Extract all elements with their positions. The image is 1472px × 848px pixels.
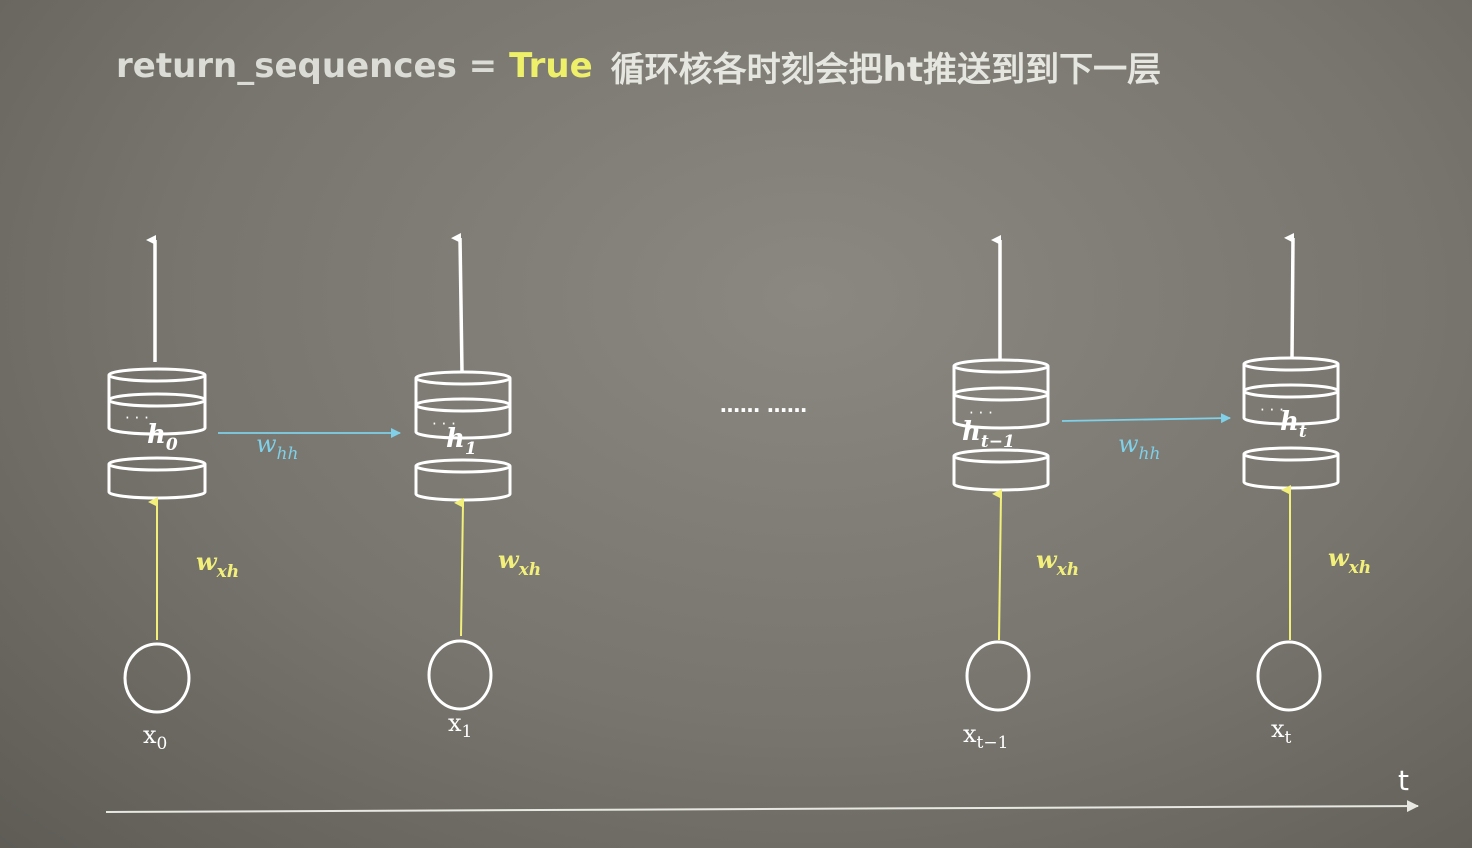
time-axis: t xyxy=(105,764,1419,813)
input-weight-label-3: wxh xyxy=(1328,543,1371,578)
cell-3: · · · ht wxh xt xyxy=(1242,233,1371,748)
recurrent-connection-1: whh xyxy=(1061,413,1231,464)
page-title: return_sequences = True 循环核各时刻会把ht推送到到下一… xyxy=(116,40,1161,92)
sequence-ellipsis: …… …… xyxy=(720,393,807,417)
input-weight-label-0: wxh xyxy=(196,547,239,582)
cell-2: · · · ht−1 wxh xt−1 xyxy=(952,235,1079,753)
hidden-label-3: ht xyxy=(1280,407,1307,442)
hidden-label-0: h0 xyxy=(147,420,178,455)
recurrent-connection-0: whh xyxy=(218,428,401,464)
input-weight-label-1: wxh xyxy=(498,545,541,580)
title-description: 循环核各时刻会把ht推送到到下一层 xyxy=(610,49,1162,90)
cell-dots-0: · · · xyxy=(125,409,149,427)
input-weight-label-2: wxh xyxy=(1036,545,1079,580)
recurrent-arrow-1 xyxy=(1061,413,1231,424)
input-node-1 xyxy=(427,639,493,711)
time-axis-line xyxy=(105,800,1419,813)
hidden-label-1: h1 xyxy=(446,424,477,459)
input-label-0: x0 xyxy=(143,721,167,754)
title-code: return_sequences = xyxy=(116,46,498,86)
output-arrow-1 xyxy=(451,232,464,373)
hidden-label-2: ht−1 xyxy=(962,417,1015,452)
cell-dots-2: · · · xyxy=(969,404,993,422)
title-value: True xyxy=(509,46,593,86)
recurrent-weight-label-1: whh xyxy=(1118,430,1160,464)
recurrent-weight-label-0: whh xyxy=(256,430,298,464)
cell-0: · · · h0 wxh x0 xyxy=(107,235,239,754)
input-node-2 xyxy=(965,640,1031,712)
input-arrow-2 xyxy=(992,489,1003,641)
input-label-2: xt−1 xyxy=(963,720,1008,753)
input-node-3 xyxy=(1256,640,1322,712)
cell-dots-1: · · · xyxy=(432,415,456,433)
input-label-1: x1 xyxy=(448,709,472,742)
output-arrow-3 xyxy=(1284,233,1295,359)
hidden-state-stack-0 xyxy=(107,367,207,500)
input-arrow-1 xyxy=(454,498,465,637)
input-node-0 xyxy=(123,642,191,714)
cell-1: · · · h1 wxh x1 xyxy=(414,232,541,742)
hidden-state-stack-3 xyxy=(1242,356,1340,490)
cell-dots-3: · · · xyxy=(1260,401,1284,419)
time-axis-label: t xyxy=(1398,764,1409,797)
input-label-3: xt xyxy=(1271,715,1292,748)
